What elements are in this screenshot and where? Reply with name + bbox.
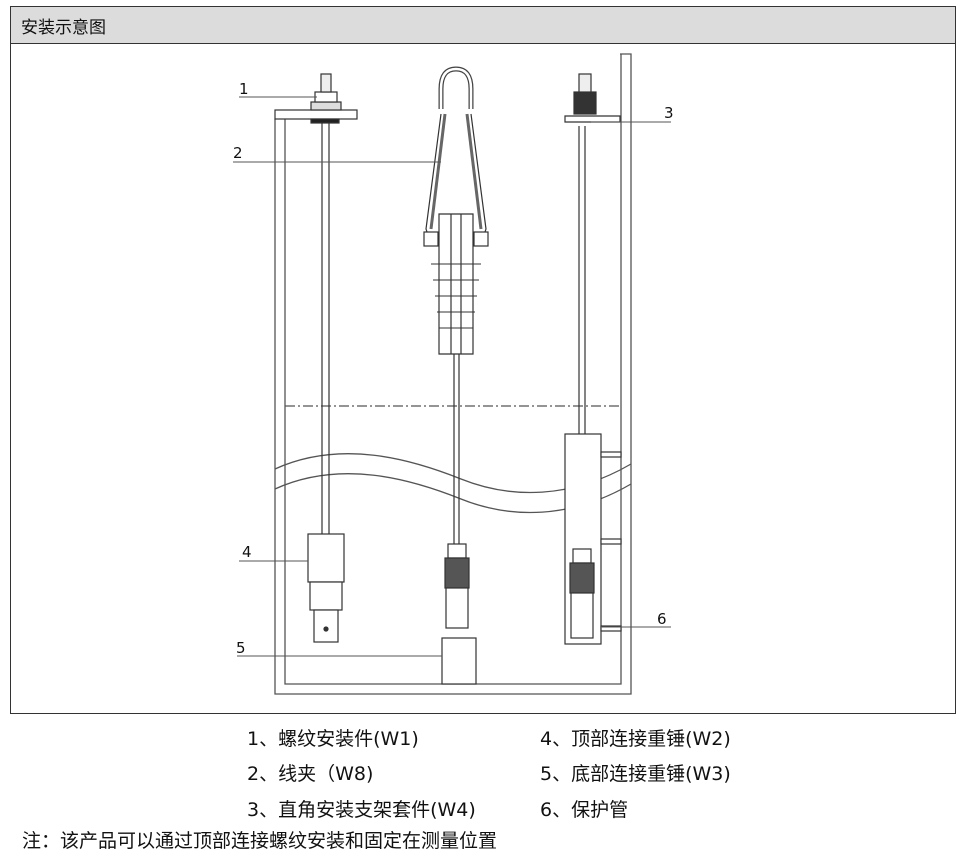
leader-lines bbox=[233, 96, 671, 657]
callout-5: 5 bbox=[236, 639, 246, 657]
callout-3: 3 bbox=[664, 104, 674, 122]
footnote: 注：该产品可以通过顶部连接螺纹安装和固定在测量位置 bbox=[22, 830, 498, 852]
callout-1: 1 bbox=[239, 80, 249, 98]
callout-4: 4 bbox=[242, 543, 252, 561]
legend-item-3: 3、直角安装支架套件(W4) bbox=[247, 799, 476, 821]
callout-6: 6 bbox=[657, 610, 667, 628]
installation-diagram: 1 2 3 4 5 6 bbox=[233, 53, 674, 695]
legend-item-4: 4、顶部连接重锤(W2) bbox=[540, 728, 731, 750]
legend-item-1: 1、螺纹安装件(W1) bbox=[247, 728, 419, 750]
bracket-assembly bbox=[564, 73, 622, 645]
callout-2: 2 bbox=[233, 144, 243, 162]
threaded-mount-assembly bbox=[274, 73, 358, 643]
legend-item-2: 2、线夹（W8) bbox=[247, 763, 374, 785]
frame-outline bbox=[274, 53, 632, 695]
legend-item-5: 5、底部连接重锤(W3) bbox=[540, 763, 731, 785]
wire-clamp-assembly bbox=[423, 66, 489, 685]
panel-title: 安装示意图 bbox=[11, 7, 955, 44]
diagram-panel: 安装示意图 bbox=[10, 6, 956, 714]
legend-item-6: 6、保护管 bbox=[540, 799, 629, 821]
